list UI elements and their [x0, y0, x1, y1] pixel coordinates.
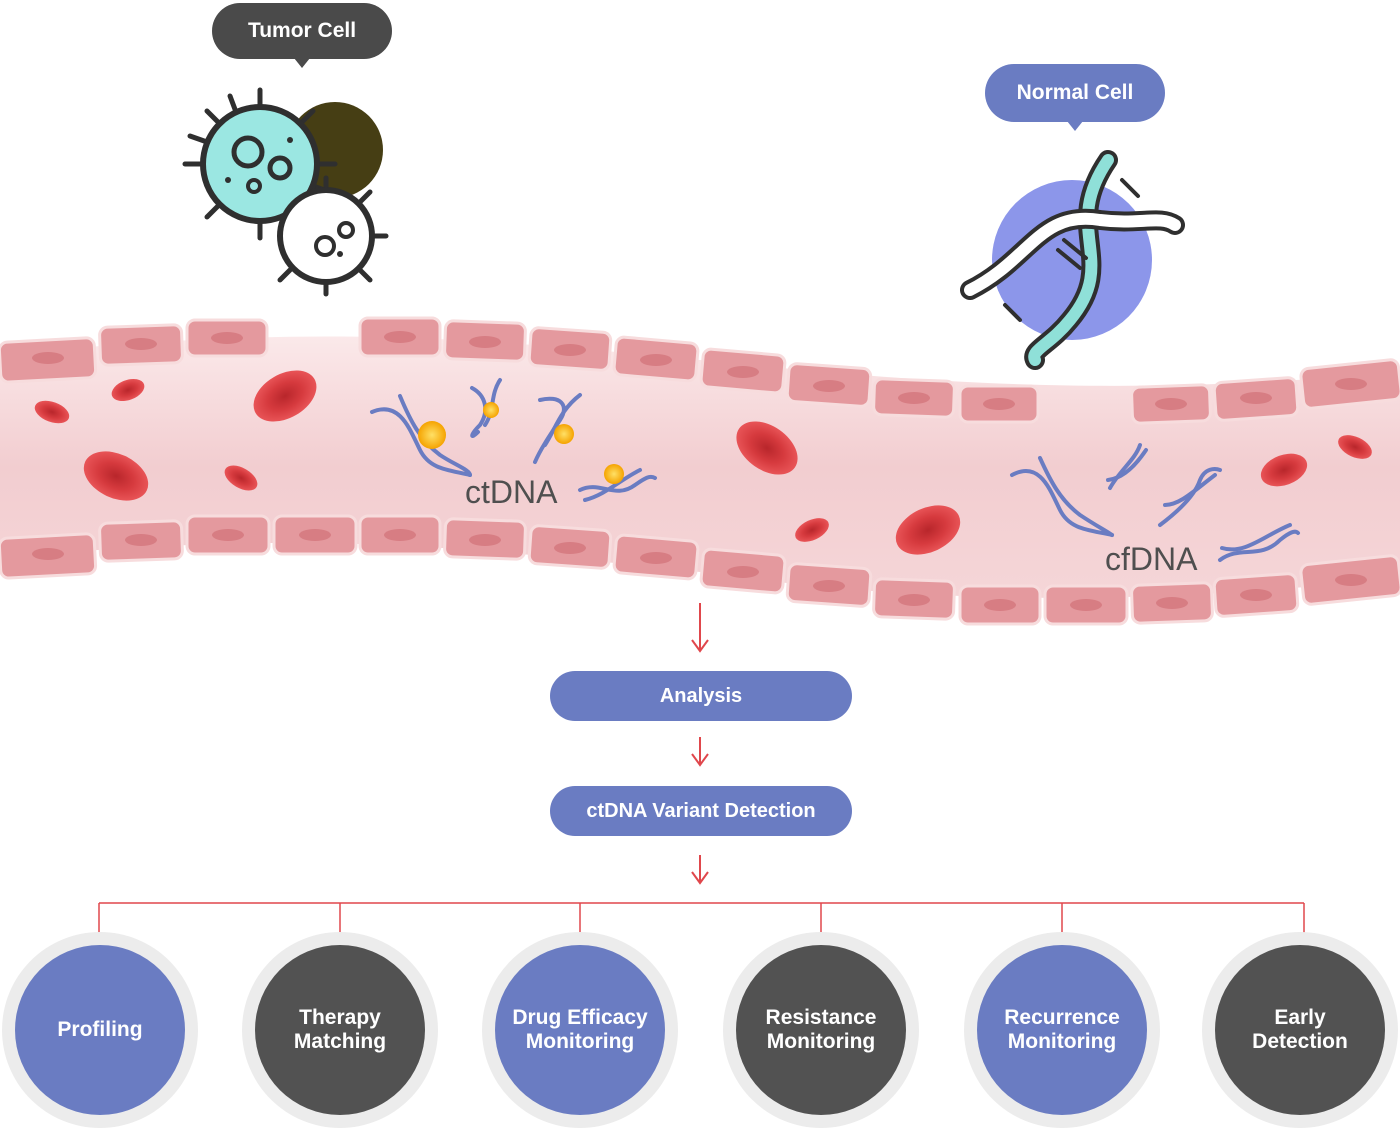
tumor-cell-icon — [182, 87, 389, 297]
tumor-cell-label: Tumor Cell — [212, 3, 392, 68]
down-arrow-icon — [691, 603, 709, 885]
outcome-profiling: Profiling — [2, 932, 198, 1128]
cfdna-label: cfDNA — [1105, 541, 1198, 577]
dna-fragment-icon — [1010, 443, 1300, 562]
outcome-label: Profiling — [15, 945, 185, 1115]
outcome-therapy-matching: Therapy Matching — [242, 932, 438, 1128]
outcome-drug-efficacy-monitoring: Drug Efficacy Monitoring — [482, 932, 678, 1128]
outcome-recurrence-monitoring: Recurrence Monitoring — [964, 932, 1160, 1128]
outcome-label: Recurrence Monitoring — [977, 945, 1147, 1115]
red-blood-cell-icon — [34, 370, 1372, 555]
outcome-label: Resistance Monitoring — [736, 945, 906, 1115]
outcome-label: Drug Efficacy Monitoring — [495, 945, 665, 1115]
dna-helix-icon — [960, 150, 1185, 370]
outcome-label: Early Detection — [1215, 945, 1385, 1115]
normal-cell-label: Normal Cell — [985, 64, 1165, 131]
outcome-early-detection: Early Detection — [1202, 932, 1398, 1128]
analysis-step: Analysis — [550, 671, 852, 721]
ctdna-label: ctDNA — [465, 474, 558, 510]
outcome-resistance-monitoring: Resistance Monitoring — [723, 932, 919, 1128]
variant-detection-step: ctDNA Variant Detection — [550, 786, 852, 836]
outcome-connector — [98, 902, 1305, 935]
tumor-marker — [418, 402, 624, 484]
outcome-label: Therapy Matching — [255, 945, 425, 1115]
